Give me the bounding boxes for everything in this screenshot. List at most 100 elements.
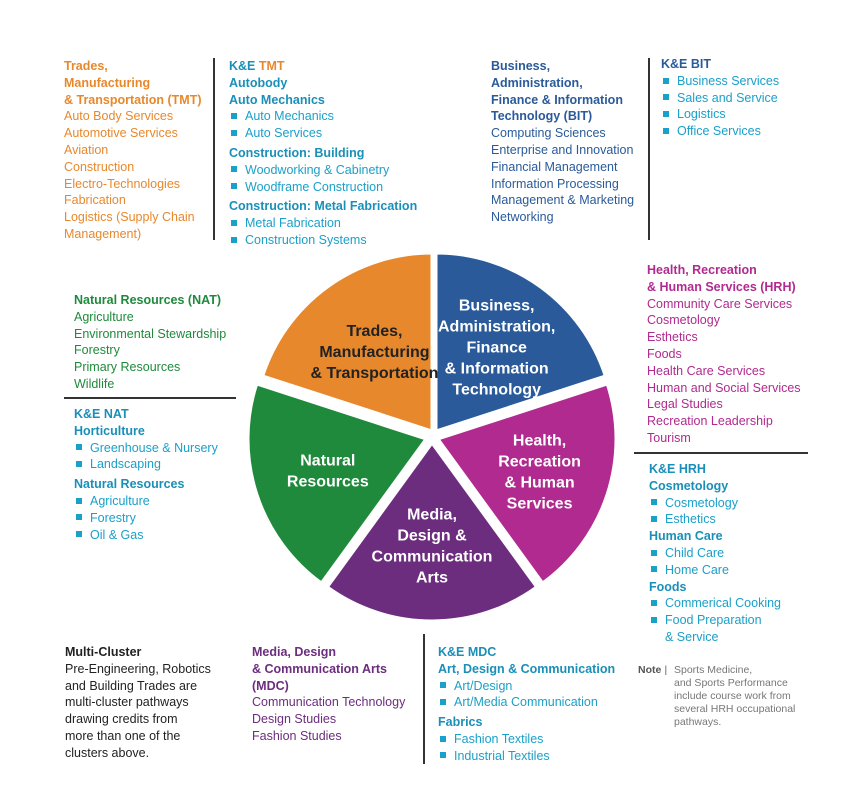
list-item: Sales and Service xyxy=(661,90,779,107)
bullet-icon xyxy=(231,183,237,190)
list-item: Community Care Services xyxy=(647,296,793,311)
bullet-icon xyxy=(231,129,237,136)
list-item: Food Preparation xyxy=(649,612,781,629)
divider-nat xyxy=(64,397,236,399)
bullet-icon xyxy=(231,166,237,173)
bullet-icon xyxy=(76,497,82,504)
text-line: drawing credits from xyxy=(65,712,178,727)
tmt-title: Trades, Manufacturing & Transportation (… xyxy=(64,59,202,107)
bullet-icon xyxy=(663,77,669,84)
list-item: Communication Technology xyxy=(252,695,406,710)
ke-tmt-title: K&E TMT xyxy=(229,59,285,73)
bullet-icon xyxy=(440,682,446,689)
list-item: Construction xyxy=(64,159,135,174)
multi-cluster-block: Multi-Cluster Pre-Engineering, Robotics … xyxy=(65,644,211,762)
list-item: Business Services xyxy=(661,73,779,90)
hrh-title: Health, Recreation & Human Services (HRH… xyxy=(647,263,796,294)
list-item: Tourism xyxy=(647,430,691,445)
list-item: Fashion Studies xyxy=(252,728,342,743)
bullet-icon xyxy=(231,113,237,120)
list-item: Industrial Textiles xyxy=(438,748,615,765)
ke-hrh-group-heading: Human Care xyxy=(649,529,723,544)
ke-bit-block: K&E BIT Business Services Sales and Serv… xyxy=(661,56,779,140)
list-item: Greenhouse & Nursery xyxy=(74,440,218,457)
text-line: and Building Trades are xyxy=(65,678,198,693)
pie-slice-bit xyxy=(434,251,608,434)
note-label: Note | xyxy=(638,664,668,676)
bit-title: Business, Administration, Finance & Info… xyxy=(491,59,623,124)
list-item: Auto Services xyxy=(229,125,417,142)
bullet-icon xyxy=(440,752,446,759)
bullet-icon xyxy=(663,94,669,101)
list-item: Forestry xyxy=(74,343,120,358)
list-item: Financial Management xyxy=(491,159,618,174)
list-item: Information Processing xyxy=(491,176,619,191)
list-item: Woodworking & Cabinetry xyxy=(229,162,417,179)
ke-hrh-block: K&E HRH Cosmetology Cosmetology Esthetic… xyxy=(649,461,781,646)
list-item: Fashion Textiles xyxy=(438,731,615,748)
text-line: multi-cluster pathways xyxy=(65,695,189,710)
list-item: Home Care xyxy=(649,562,781,579)
list-item: Human and Social Services xyxy=(647,380,801,395)
list-item: Office Services xyxy=(661,123,779,140)
list-item: Logistics xyxy=(661,106,779,123)
bit-block: Business, Administration, Finance & Info… xyxy=(491,58,634,226)
divider-bit xyxy=(648,58,650,240)
bullet-icon xyxy=(651,549,657,556)
ke-tmt-group-heading: Construction: Building xyxy=(229,145,365,160)
multi-cluster-title: Multi-Cluster xyxy=(65,645,142,659)
pie-label-tmt: Trades,Manufacturing& Transportation xyxy=(310,323,438,382)
tmt-list: Auto Body Services Automotive Services A… xyxy=(64,108,202,242)
list-item: Design Studies xyxy=(252,712,337,727)
mdc-block: Media, Design & Communication Arts (MDC)… xyxy=(252,644,405,745)
ke-tmt-group-heading: Autobody Auto Mechanics xyxy=(229,75,325,107)
list-item: Agriculture xyxy=(74,493,218,510)
list-item: Commerical Cooking xyxy=(649,595,781,612)
list-item: Landscaping xyxy=(74,456,218,473)
text-line: Pre-Engineering, Robotics xyxy=(65,661,211,676)
list-item: Oil & Gas xyxy=(74,527,218,544)
list-item: Auto Mechanics xyxy=(229,108,417,125)
ke-hrh-group-heading: Foods xyxy=(649,579,687,594)
list-item: Metal Fabrication xyxy=(229,215,417,232)
list-item: Networking xyxy=(491,210,554,225)
list-item: Management) xyxy=(64,226,142,241)
list-item: Management & Marketing xyxy=(491,193,635,208)
text-line: more than one of the xyxy=(65,728,181,743)
bullet-icon xyxy=(76,444,82,451)
bullet-icon xyxy=(651,499,657,506)
list-item: Woodframe Construction xyxy=(229,179,417,196)
bullet-icon xyxy=(651,566,657,573)
ke-nat-group-heading: Horticulture xyxy=(74,423,145,438)
ke-mdc-block: K&E MDC Art, Design & Communication Art/… xyxy=(438,644,615,765)
divider-hrh xyxy=(634,452,808,454)
list-item: Aviation xyxy=(64,142,109,157)
divider-tmt xyxy=(213,58,215,240)
bullet-icon xyxy=(76,531,82,538)
pie-slice-hrh xyxy=(435,382,618,586)
bullet-icon xyxy=(76,461,82,468)
ke-mdc-group-heading: Fabrics xyxy=(438,715,483,730)
list-item: Cosmetology xyxy=(647,313,720,328)
ke-hrh-group-heading: Cosmetology xyxy=(649,478,729,493)
list-item: Child Care xyxy=(649,545,781,562)
ke-tmt-group-heading: Construction: Metal Fabrication xyxy=(229,199,418,214)
list-item: Environmental Stewardship xyxy=(74,326,227,341)
pie-slice-nat xyxy=(246,382,429,586)
bullet-icon xyxy=(663,127,669,134)
ke-nat-title: K&E NAT xyxy=(74,407,129,421)
list-item: Agriculture xyxy=(74,309,134,324)
bullet-icon xyxy=(651,616,657,623)
ke-tmt-block: K&E TMT Autobody Auto Mechanics Auto Mec… xyxy=(229,58,417,249)
ke-bit-title: K&E BIT xyxy=(661,57,711,71)
list-item: Esthetics xyxy=(649,511,781,528)
list-item: Electro-Technologies xyxy=(64,176,181,191)
list-item: Art/Design xyxy=(438,678,615,695)
list-item: Computing Sciences xyxy=(491,126,606,141)
list-item: Construction Systems xyxy=(229,232,417,249)
list-item: & Service xyxy=(665,629,719,644)
